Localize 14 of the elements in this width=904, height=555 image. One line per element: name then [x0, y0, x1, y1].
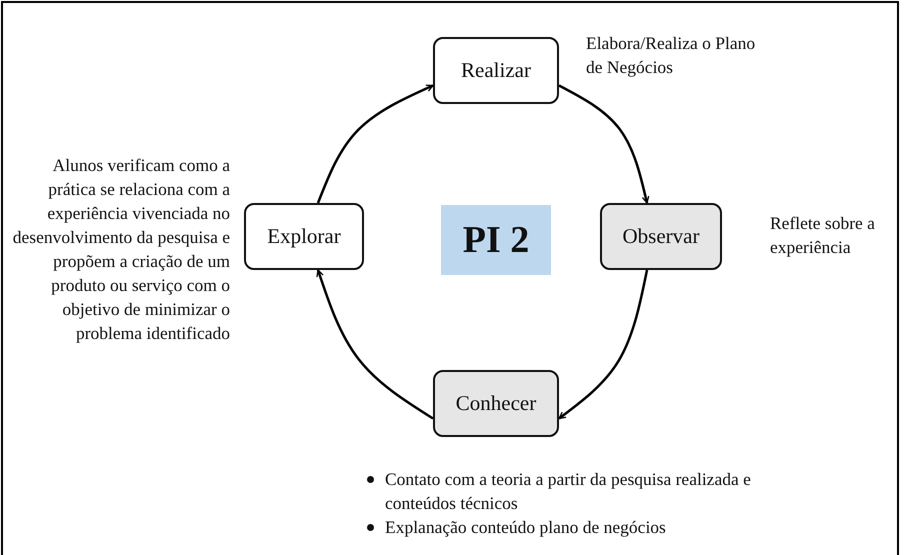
process-box: Realizar	[433, 37, 559, 104]
process-box: Observar	[600, 203, 722, 270]
curved-arrow	[558, 84, 650, 204]
process-box: Conhecer	[433, 370, 559, 437]
curved-arrow	[316, 269, 434, 420]
bullet-text: Contato com a teoria a partir da pesquisa realizada e conteúdos técnicos	[385, 469, 751, 513]
annotation-text: Alunos verificam como a prática se relaciona com a experiência vivenciada no desenvolvimento da pesquisa e propõem a criação de um produto ou serviço com o objetivo de minimizar o problema identificado	[12, 154, 230, 345]
annotation-text: Reflete sobre a experiência	[770, 212, 876, 259]
process-box: Explorar	[244, 203, 364, 270]
center-label-box: PI 2	[441, 205, 551, 275]
curved-arrow	[558, 270, 648, 420]
curved-arrow	[316, 84, 434, 204]
bullet-text: Explanação conteúdo plano de negócios	[385, 517, 666, 537]
annotation-text: Elabora/Realiza o Plano de Negócios	[586, 32, 756, 79]
